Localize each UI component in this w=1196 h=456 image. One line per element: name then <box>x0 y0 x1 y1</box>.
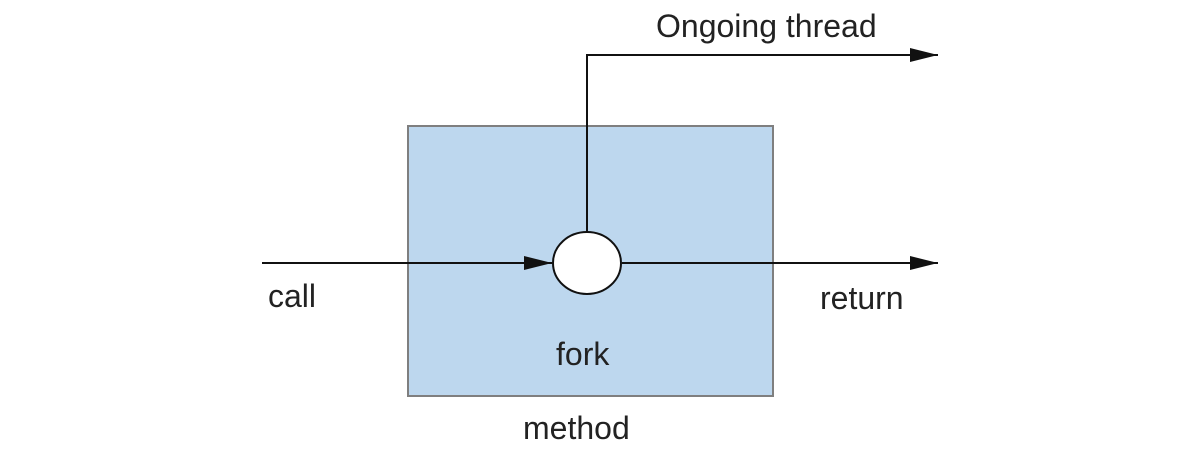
call-label: call <box>268 278 316 314</box>
method-label: method <box>523 410 630 446</box>
ongoing-thread-label: Ongoing thread <box>656 8 877 44</box>
fork-node <box>552 231 622 295</box>
return-label: return <box>820 280 904 316</box>
ongoing-thread-arrow <box>586 48 938 232</box>
fork-label: fork <box>556 336 610 372</box>
